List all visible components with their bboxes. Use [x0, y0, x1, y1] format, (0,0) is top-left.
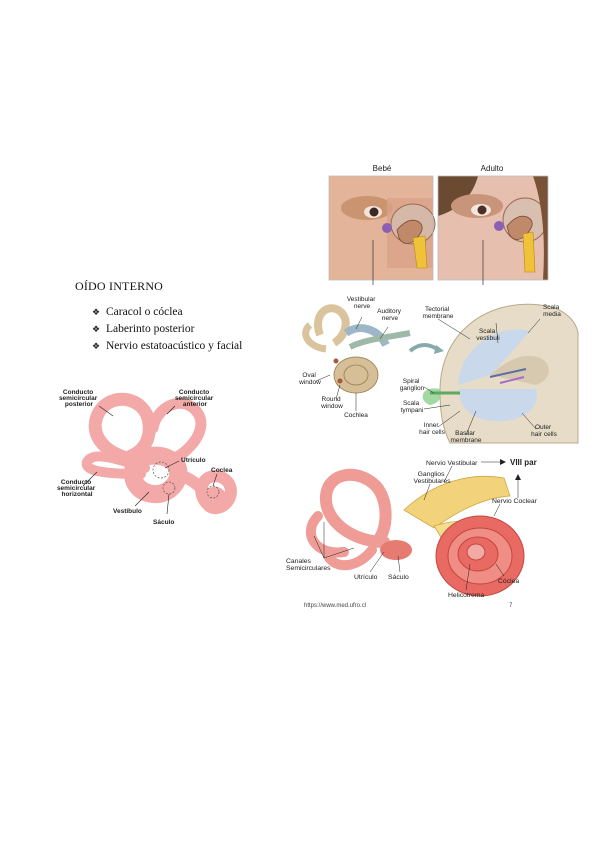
adult-label: Adulto — [481, 164, 504, 173]
auditory-nerve-label: Auditory nerve — [377, 308, 403, 322]
labyrinth-figure: Conducto semicircular posterior Conducto… — [57, 389, 237, 526]
saccule-label: Sáculo — [153, 519, 174, 526]
utricle-label: Utrículo — [181, 457, 206, 464]
vestibular-ganglia-label: Ganglios Vestibulares — [413, 471, 451, 485]
round-window-label: Round window — [320, 396, 343, 410]
source-url: https://www.med.ufro.cl — [304, 603, 366, 609]
semicircular-canals-label: Canales Semicirculares — [286, 558, 331, 572]
oval-window-label: Oval window — [298, 372, 321, 386]
inner-hair-cells-label: Inner hair cells — [419, 422, 445, 436]
utricle-label: Utrículo — [354, 574, 378, 581]
cochlea-label: Cochlea — [344, 412, 368, 419]
cochlea-label: Coclea — [211, 467, 233, 474]
list-item: ❖Laberinto posterior — [92, 321, 242, 338]
vestibular-nerve-label: Vestibular nerve — [347, 296, 377, 310]
diamond-bullet-icon: ❖ — [92, 324, 101, 334]
baby-photo — [328, 175, 436, 281]
spiral-ganglion-label: Spiral ganglion — [400, 378, 425, 392]
saccule-label: Sáculo — [388, 574, 409, 581]
cross-section-drawing — [422, 303, 579, 444]
scala-vestibuli-label: Scala vestibuli — [476, 328, 499, 342]
list-item: ❖Caracol o cóclea — [92, 304, 242, 321]
inner-ear-drawing — [302, 304, 411, 394]
vestibular-nerve-label: Nervio Vestibular — [426, 460, 478, 467]
posterior-duct-label: Conducto semicircular posterior — [59, 389, 99, 408]
adult-photo — [437, 175, 549, 281]
scala-tympani-label: Scala tympani — [401, 400, 424, 414]
helicotrema-label: Helicotrema — [448, 592, 484, 599]
baby-adult-figure: Bebé Adulto — [327, 160, 549, 285]
tectorial-membrane-label: Tectorial membrane — [422, 306, 453, 320]
cochlea-label: Cóclea — [498, 578, 519, 585]
diamond-bullet-icon: ❖ — [92, 307, 101, 317]
scala-media-label: Scala media — [543, 304, 561, 318]
section-heading: OÍDO INTERNO — [75, 279, 164, 293]
cochlear-nerve-label: Nervio Coclear — [492, 498, 538, 505]
page-number: 7 — [509, 603, 513, 609]
labyrinth-drawing — [81, 392, 237, 515]
vestibule-label: Vestíbulo — [113, 508, 142, 515]
anterior-duct-label: Conducto semicircular anterior — [175, 389, 215, 408]
horizontal-duct-label: Conducto semicircular horizontal — [57, 479, 97, 498]
outer-hair-cells-label: Outer hair cells — [531, 424, 557, 438]
cochlea-section-figure: Vestibular nerve Auditory nerve Oval win… — [298, 296, 579, 444]
bullet-list: ❖Caracol o cóclea ❖Laberinto posterior ❖… — [92, 304, 242, 355]
viii-par-label: VIII par — [510, 458, 537, 467]
basilar-membrane-label: Basilar membrane — [450, 430, 481, 444]
baby-label: Bebé — [373, 164, 392, 173]
list-item: ❖Nervio estatoacústico y facial — [92, 338, 242, 355]
diamond-bullet-icon: ❖ — [92, 341, 101, 351]
nerve-drawing — [305, 468, 525, 597]
vestibulocochlear-figure: Nervio Vestibular VIII par Ganglios Vest… — [286, 458, 538, 609]
